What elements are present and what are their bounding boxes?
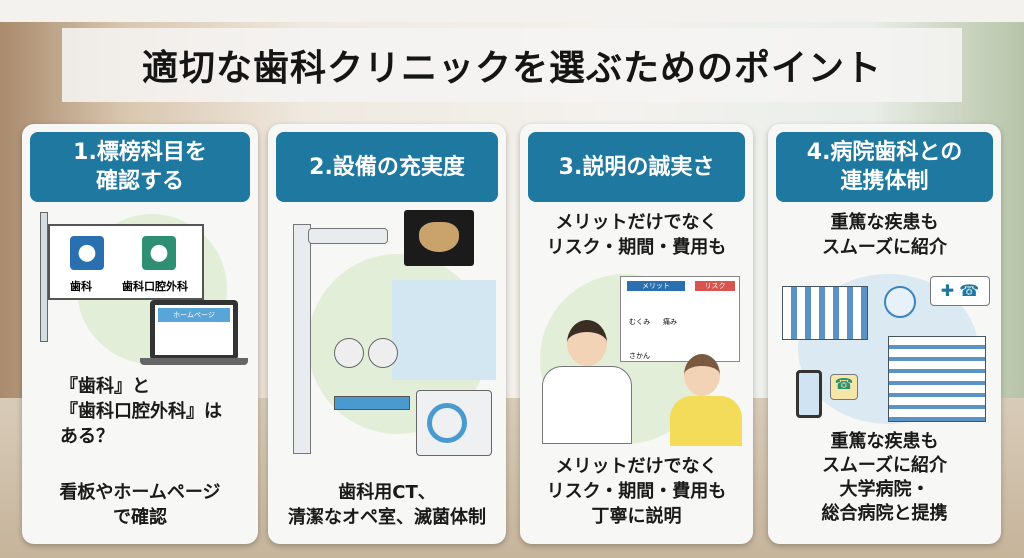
signboard bbox=[40, 212, 48, 342]
ct-scanner-icon bbox=[293, 224, 311, 454]
text-line: 清潔なオペ室、滅菌体制 bbox=[288, 507, 486, 528]
heading-line: 4.病院歯科との bbox=[806, 140, 963, 165]
laptop-icon: ホームページ bbox=[150, 300, 238, 360]
dental-lights-icon bbox=[368, 338, 398, 368]
card-note: 重篤な疾患もスムーズに紹介大学病院・総合病院と提携 bbox=[768, 430, 1001, 526]
page-title: 適切な歯科クリニックを選ぶためのポイント bbox=[62, 28, 962, 102]
text-line: リスク・期間・費用も bbox=[546, 237, 727, 258]
card-note: 歯科用CT、清潔なオペ室、滅菌体制 bbox=[268, 480, 506, 530]
sterilizer-icon bbox=[416, 390, 492, 456]
signboard-panel: ● ● 歯科 歯科口腔外科 bbox=[48, 224, 204, 300]
text-line: 『歯科』と bbox=[60, 376, 150, 397]
text-line: 重篤な疾患も bbox=[830, 212, 939, 233]
card-subtitle: メリットだけでなくリスク・期間・費用も bbox=[520, 210, 753, 260]
sign-label: 歯科 bbox=[70, 280, 92, 293]
board-tab-merit: メリット bbox=[627, 281, 685, 291]
heading-line: 1.標榜科目を bbox=[73, 140, 207, 165]
text-line: 重篤な疾患も bbox=[830, 431, 939, 452]
card-heading: 4.病院歯科との連携体制 bbox=[776, 132, 993, 202]
text-line: スムーズに紹介 bbox=[821, 455, 948, 476]
text-line: で確認 bbox=[113, 507, 167, 528]
card-note: 看板やホームページで確認 bbox=[22, 480, 258, 530]
text-line: スムーズに紹介 bbox=[821, 237, 948, 258]
general-hospital-building-icon bbox=[888, 336, 986, 422]
globe-icon bbox=[884, 286, 916, 318]
card-heading: 3.説明の誠実さ bbox=[528, 132, 745, 202]
text-line: 『歯科口腔外科』は bbox=[60, 401, 222, 422]
card-note: メリットだけでなくリスク・期間・費用も丁寧に説明 bbox=[520, 454, 753, 529]
text-line: 大学病院・ bbox=[839, 479, 930, 500]
operating-room-icon bbox=[392, 280, 496, 380]
laptop-screen-label: ホームページ bbox=[158, 308, 230, 322]
patient-illustration bbox=[670, 354, 742, 446]
board-label: むくみ bbox=[629, 318, 651, 326]
dental-clinic-building-icon bbox=[782, 286, 868, 340]
board-tab-risk: リスク bbox=[695, 281, 735, 291]
dental-lights-icon bbox=[334, 338, 364, 368]
card-subtitle: 重篤な疾患もスムーズに紹介 bbox=[768, 210, 1001, 260]
text-line: 丁寧に説明 bbox=[591, 506, 682, 527]
board-label: 痛み bbox=[663, 318, 677, 326]
card-heading: 2.設備の充実度 bbox=[276, 132, 498, 202]
smartphone-icon bbox=[796, 370, 822, 418]
text-line: 総合病院と提携 bbox=[821, 503, 948, 524]
text-line: リスク・期間・費用も bbox=[546, 481, 727, 502]
sign-label: 歯科口腔外科 bbox=[122, 280, 188, 293]
card-check-specialties: 1.標榜科目を確認する ● ● 歯科 歯科口腔外科 ホームページ 『歯科』と『歯… bbox=[22, 124, 258, 544]
laptop-base bbox=[140, 358, 248, 365]
card-hospital-cooperation: 4.病院歯科との連携体制 重篤な疾患もスムーズに紹介 ✚ ☎ ☎ 重篤な疾患もス… bbox=[768, 124, 1001, 544]
card-heading: 1.標榜科目を確認する bbox=[30, 132, 250, 202]
text-line: 歯科用CT、 bbox=[338, 482, 436, 503]
text-line: ある？ bbox=[60, 426, 114, 447]
board-label: さかん bbox=[629, 352, 650, 360]
card-equipment: 2.設備の充実度 歯科用CT、清潔なオペ室、滅菌体制 bbox=[268, 124, 506, 544]
tooth-icon: ● bbox=[70, 236, 104, 270]
text-line: 看板やホームページ bbox=[59, 482, 221, 503]
operating-table-icon bbox=[334, 396, 410, 410]
heading-line: 確認する bbox=[95, 169, 184, 194]
phone-call-bubble-icon: ☎ bbox=[830, 374, 858, 400]
tooth-sparkle-icon: ● bbox=[142, 236, 176, 270]
ceiling bbox=[0, 0, 1024, 22]
doctor-illustration bbox=[542, 320, 632, 444]
medical-phone-bubble-icon: ✚ ☎ bbox=[930, 276, 990, 306]
ct-scanner-arm bbox=[308, 228, 388, 244]
heading-line: 連携体制 bbox=[840, 169, 929, 194]
text-line: メリットだけでなく bbox=[555, 456, 718, 477]
question-text: 『歯科』と『歯科口腔外科』はある？ bbox=[60, 374, 258, 449]
explanation-board: メリット リスク むくみ 痛み さかん bbox=[620, 276, 740, 362]
card-honest-explanation: 3.説明の誠実さ メリットだけでなくリスク・期間・費用も メリット リスク むく… bbox=[520, 124, 753, 544]
ct-monitor-icon bbox=[404, 210, 474, 266]
text-line: メリットだけでなく bbox=[555, 212, 718, 233]
